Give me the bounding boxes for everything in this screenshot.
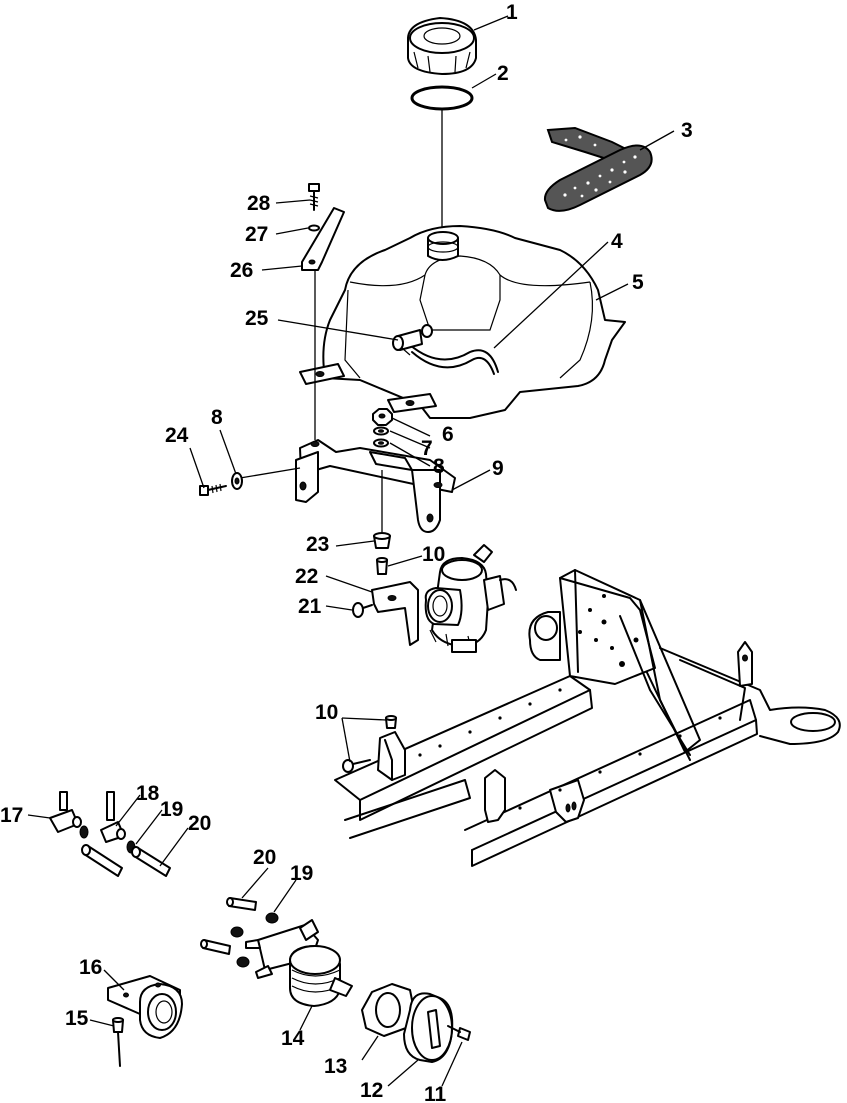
callout-21: 21 bbox=[298, 595, 322, 618]
tank-grommet bbox=[373, 532, 391, 549]
carb-mount-collar bbox=[376, 557, 388, 575]
vehicle-frame bbox=[334, 569, 841, 867]
callout-10-lower: 10 bbox=[315, 701, 338, 724]
bracket-washer bbox=[308, 224, 320, 232]
carburetor bbox=[424, 544, 517, 653]
fuel-pump bbox=[245, 919, 353, 1007]
pump-bracket-screw bbox=[112, 1017, 124, 1067]
callout-labels: 1 2 3 4 5 6 7 8 8 9 10 10 11 12 13 14 15… bbox=[0, 1, 693, 1103]
callout-12: 12 bbox=[360, 1079, 383, 1102]
fuel-tap bbox=[49, 791, 82, 833]
callout-9: 9 bbox=[492, 457, 504, 480]
bracket-bolt bbox=[308, 183, 320, 211]
tank-upper-bracket bbox=[301, 207, 345, 271]
hose-clamps-lower bbox=[230, 912, 279, 968]
fuel-cap-gasket bbox=[410, 85, 474, 111]
pump-bracket bbox=[107, 975, 183, 1039]
fuel-cap bbox=[406, 17, 477, 75]
callout-10-upper: 10 bbox=[422, 543, 445, 566]
callout-20-lower: 20 bbox=[253, 846, 276, 869]
callout-24: 24 bbox=[165, 424, 189, 447]
callout-16: 16 bbox=[79, 956, 102, 979]
carb-bracket bbox=[371, 581, 419, 646]
callout-4: 4 bbox=[611, 230, 623, 253]
pump-cover bbox=[403, 992, 454, 1063]
callout-3: 3 bbox=[681, 119, 693, 142]
side-mount-washer bbox=[231, 472, 243, 490]
callout-18: 18 bbox=[136, 782, 160, 805]
assembly-line-side-bolt bbox=[239, 467, 301, 479]
vent-valve bbox=[392, 324, 433, 356]
side-mount-bolt bbox=[199, 483, 227, 496]
callout-7: 7 bbox=[421, 437, 433, 460]
tank-mount-nut bbox=[372, 408, 393, 426]
callout-1: 1 bbox=[506, 1, 518, 24]
tank-mount-grommet bbox=[373, 438, 389, 448]
callout-25: 25 bbox=[245, 307, 269, 330]
tank-support-bracket bbox=[295, 439, 456, 533]
callout-8-side: 8 bbox=[211, 406, 223, 429]
callout-17: 17 bbox=[0, 804, 23, 827]
callout-2: 2 bbox=[497, 62, 509, 85]
callout-20-upper: 20 bbox=[188, 812, 211, 835]
callout-22: 22 bbox=[295, 565, 318, 588]
cover-bolt bbox=[447, 1025, 471, 1041]
fuel-hoses-upper bbox=[81, 844, 171, 877]
tee-fitting bbox=[100, 791, 126, 843]
callout-6: 6 bbox=[442, 423, 454, 446]
callout-28: 28 bbox=[247, 192, 271, 215]
callout-15: 15 bbox=[65, 1007, 89, 1030]
callout-19-upper: 19 bbox=[160, 798, 183, 821]
callout-13: 13 bbox=[324, 1055, 347, 1078]
callout-27: 27 bbox=[245, 223, 268, 246]
callout-11: 11 bbox=[424, 1083, 447, 1103]
callout-5: 5 bbox=[632, 271, 644, 294]
vent-hose bbox=[409, 344, 499, 375]
callout-leaders bbox=[27, 15, 675, 1087]
fuel-tank bbox=[299, 225, 626, 419]
callout-23: 23 bbox=[306, 533, 329, 556]
callout-8-tank: 8 bbox=[433, 455, 445, 478]
tank-mount-washer bbox=[373, 426, 389, 436]
carb-bracket-screw bbox=[352, 602, 373, 618]
frame-bolts bbox=[342, 715, 397, 773]
tank-pad bbox=[543, 126, 653, 212]
fuel-hoses-lower bbox=[200, 897, 257, 955]
callout-14: 14 bbox=[281, 1027, 305, 1050]
callout-26: 26 bbox=[230, 259, 253, 282]
callout-19-lower: 19 bbox=[290, 862, 313, 885]
